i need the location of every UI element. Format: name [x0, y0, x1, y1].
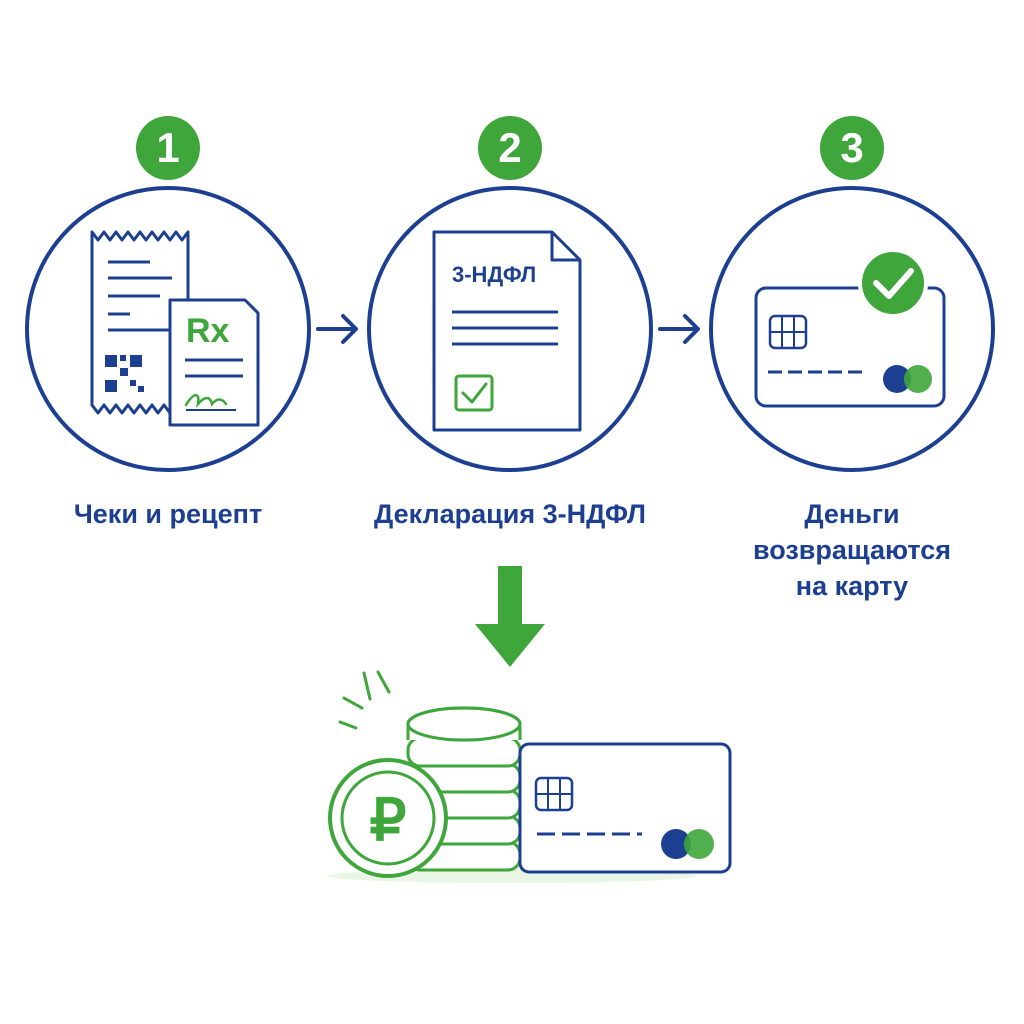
- step-1-circle: [25, 186, 311, 472]
- step-1-number: 1: [156, 124, 180, 171]
- payment-logo-icon: [661, 829, 691, 859]
- checkmark-icon: [461, 382, 488, 404]
- checkbox-icon: [454, 374, 494, 412]
- ruble-symbol: ₽: [370, 788, 407, 853]
- step-2-badge: 2: [478, 116, 542, 180]
- prescription-mark: Rx: [186, 312, 230, 350]
- step-3-label-line: на карту: [795, 571, 909, 601]
- step-2-number: 2: [498, 124, 522, 171]
- step-3-number: 3: [840, 124, 864, 171]
- step-3-circle: [709, 186, 995, 472]
- step-2-circle: [367, 186, 653, 472]
- arrow-right-icon: [316, 314, 358, 344]
- qr-code-icon: [105, 355, 144, 392]
- step-3-label-line: Деньги: [804, 499, 900, 529]
- step-3-label: Деньги возвращаются на карту: [722, 496, 982, 604]
- down-arrow-icon: [475, 566, 545, 667]
- arrow-right-icon: [658, 314, 700, 344]
- document-title: 3-НДФЛ: [452, 262, 536, 287]
- bank-card-icon: [518, 742, 732, 874]
- step-3-badge: 3: [820, 116, 884, 180]
- step-2-label: Декларация 3-НДФЛ: [374, 499, 646, 529]
- step-1-badge: 1: [136, 116, 200, 180]
- shine-lines-icon: [338, 670, 391, 730]
- step-1-label: Чеки и рецепт: [73, 499, 263, 529]
- tax-form-icon: 3-НДФЛ: [432, 230, 582, 432]
- prescription-icon: Rx: [168, 298, 260, 427]
- step-3-label-line: возвращаются: [752, 535, 952, 565]
- check-circle-icon: [858, 248, 928, 318]
- ruble-coin-icon: ₽: [328, 758, 448, 878]
- payment-logo-icon: [883, 365, 911, 393]
